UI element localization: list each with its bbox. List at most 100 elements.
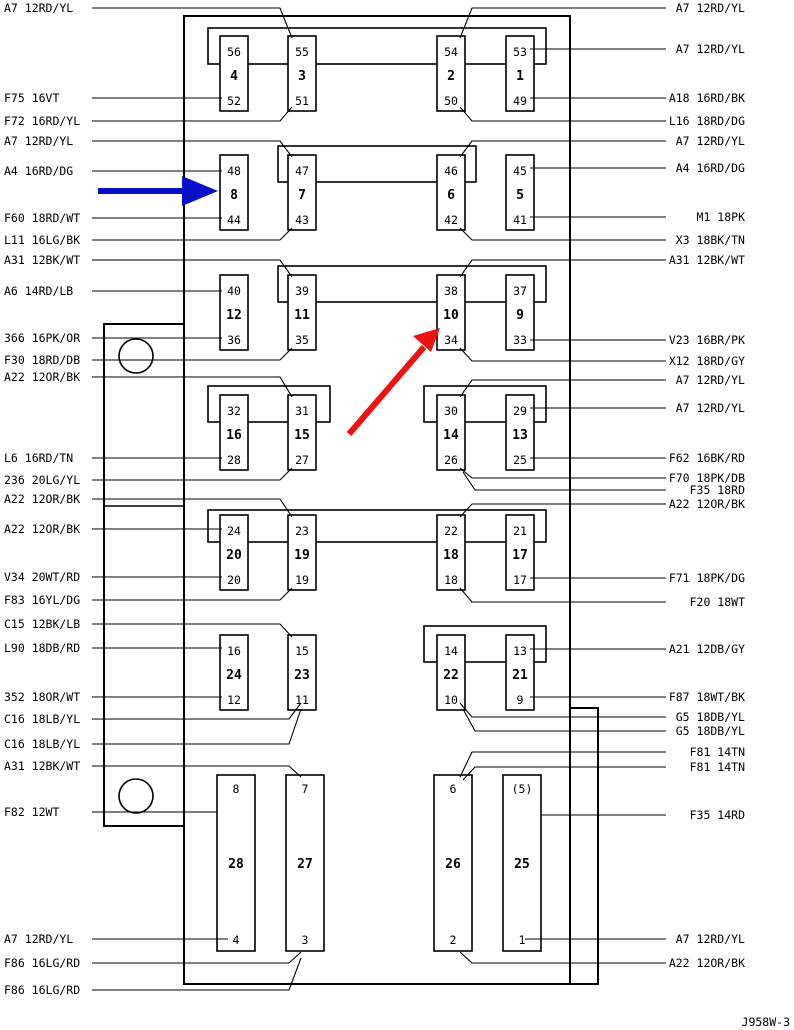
blue-arrow	[98, 176, 218, 206]
fuse-1-top-pin: 53	[513, 45, 527, 59]
right-wire-label: A4 16RD/DG	[676, 161, 745, 175]
fuse-13-bottom-pin: 25	[513, 453, 527, 467]
fuse-9-top-pin: 37	[513, 284, 527, 298]
fuse-2-number: 2	[447, 69, 455, 84]
fuse-26-body	[433, 774, 473, 952]
right-wire-label: L16 18RD/DG	[669, 114, 745, 128]
fuse-10-top-pin: 38	[444, 284, 458, 298]
fuse-24-top-pin: 16	[227, 644, 241, 658]
right-wire-lead	[462, 708, 666, 732]
left-wire-label: C16 18LB/YL	[4, 737, 80, 751]
fuse-19-number: 19	[294, 548, 310, 563]
fuse-22-number: 22	[443, 668, 459, 683]
fuse-20-number: 20	[226, 548, 242, 563]
right-wire-label: A7 12RD/YL	[676, 42, 745, 56]
left-wire-lead	[92, 467, 293, 481]
fuse-block-housing	[183, 15, 571, 985]
fuse-6-number: 6	[447, 188, 455, 203]
fuse-22-body	[436, 634, 466, 711]
left-wire-label: A7 12RD/YL	[4, 1, 73, 15]
fuse-25-number: 25	[514, 857, 530, 872]
fuse-11-top-pin: 39	[295, 284, 309, 298]
fuse-12-body	[219, 274, 249, 351]
right-wire-label: X3 18BK/TN	[676, 233, 745, 247]
fuse-12-top-pin: 40	[227, 284, 241, 298]
fuse-15-number: 15	[294, 428, 310, 443]
reference-code: J958W-3	[742, 1015, 791, 1029]
right-wire-lead	[459, 467, 666, 479]
fuse-26-number: 26	[445, 857, 461, 872]
left-wire-label: F86 16LG/RD	[4, 956, 80, 970]
bridge-row2	[277, 145, 477, 183]
left-wire-label: F82 12WT	[4, 805, 59, 819]
left-wire-label: 366 16PK/OR	[4, 331, 80, 345]
fuse-10-body	[436, 274, 466, 351]
fuse-27-top-pin: 7	[302, 782, 309, 796]
right-wire-lead	[462, 766, 666, 781]
right-wire-label: X12 18RD/GY	[669, 354, 745, 368]
right-wire-label: G5 18DB/YL	[676, 710, 745, 724]
right-wire-lead	[459, 379, 666, 398]
fuse-17-number: 17	[512, 548, 528, 563]
right-wire-lead	[459, 7, 666, 39]
fuse-21-body	[505, 634, 535, 711]
fuse-26-bottom-pin: 2	[450, 933, 457, 947]
fuse-22-bottom-pin: 10	[444, 693, 458, 707]
left-wire-label: F72 16RD/YL	[4, 114, 80, 128]
left-wire-lead	[92, 957, 302, 991]
fuse-23-bottom-pin: 11	[295, 693, 309, 707]
left-wire-lead	[92, 140, 293, 158]
fuse-8-top-pin: 48	[227, 164, 241, 178]
right-wire-label: A18 16RD/BK	[669, 91, 745, 105]
fuse-10-number: 10	[443, 308, 459, 323]
left-wire-lead	[92, 498, 293, 518]
fuse-19-bottom-pin: 19	[295, 573, 309, 587]
fuse-1-body	[505, 35, 535, 112]
right-wire-lead	[459, 347, 666, 362]
left-wire-label: F60 18RD/WT	[4, 211, 80, 225]
right-wire-lead	[459, 702, 666, 718]
fuse-4: 56 4 52	[219, 35, 249, 112]
bridge-row6	[423, 625, 547, 663]
right-wire-label: F70 18PK/DB	[669, 471, 745, 485]
fuse-19: 23 19 19	[287, 514, 317, 591]
right-wire-label: A7 12RD/YL	[676, 134, 745, 148]
left-wire-lead	[92, 347, 293, 361]
left-wire-lead	[92, 587, 293, 601]
fuse-5-top-pin: 45	[513, 164, 527, 178]
fuse-4-bottom-pin: 52	[227, 94, 241, 108]
fuse-25-body	[502, 774, 542, 952]
left-wire-label: F75 16VT	[4, 91, 59, 105]
right-wire-lead	[459, 587, 666, 603]
right-wire-lead	[459, 951, 666, 964]
fuse-11-bottom-pin: 35	[295, 333, 309, 347]
fuse-4-number: 4	[230, 69, 238, 84]
fuse-11-body	[287, 274, 317, 351]
fuse-11-number: 11	[294, 308, 310, 323]
left-wire-lead	[92, 765, 302, 778]
left-wire-label: F83 16YL/DG	[4, 593, 80, 607]
fuse-8-number: 8	[230, 188, 238, 203]
fuse-6-bottom-pin: 42	[444, 213, 458, 227]
left-wire-label: A22 12OR/BK	[4, 370, 80, 384]
fuse-2-bottom-pin: 50	[444, 94, 458, 108]
right-wire-lead	[459, 259, 666, 278]
right-wire-label: A7 12RD/YL	[676, 1, 745, 15]
right-wire-label: F62 16BK/RD	[669, 451, 745, 465]
fuse-14-bottom-pin: 26	[444, 453, 458, 467]
fuse-19-top-pin: 23	[295, 524, 309, 538]
left-wire-label: A7 12RD/YL	[4, 134, 73, 148]
right-wire-lead	[462, 471, 666, 491]
left-wire-label: A22 12OR/BK	[4, 492, 80, 506]
left-wire-lead	[92, 227, 293, 241]
fuse-16-number: 16	[226, 428, 242, 443]
right-wire-label: A21 12DB/GY	[669, 642, 745, 656]
fuse-6-body	[436, 154, 466, 231]
left-wire-lead	[92, 106, 293, 122]
fuse-23-body	[287, 634, 317, 711]
fuse-15-top-pin: 31	[295, 404, 309, 418]
fuse-4-top-pin: 56	[227, 45, 241, 59]
